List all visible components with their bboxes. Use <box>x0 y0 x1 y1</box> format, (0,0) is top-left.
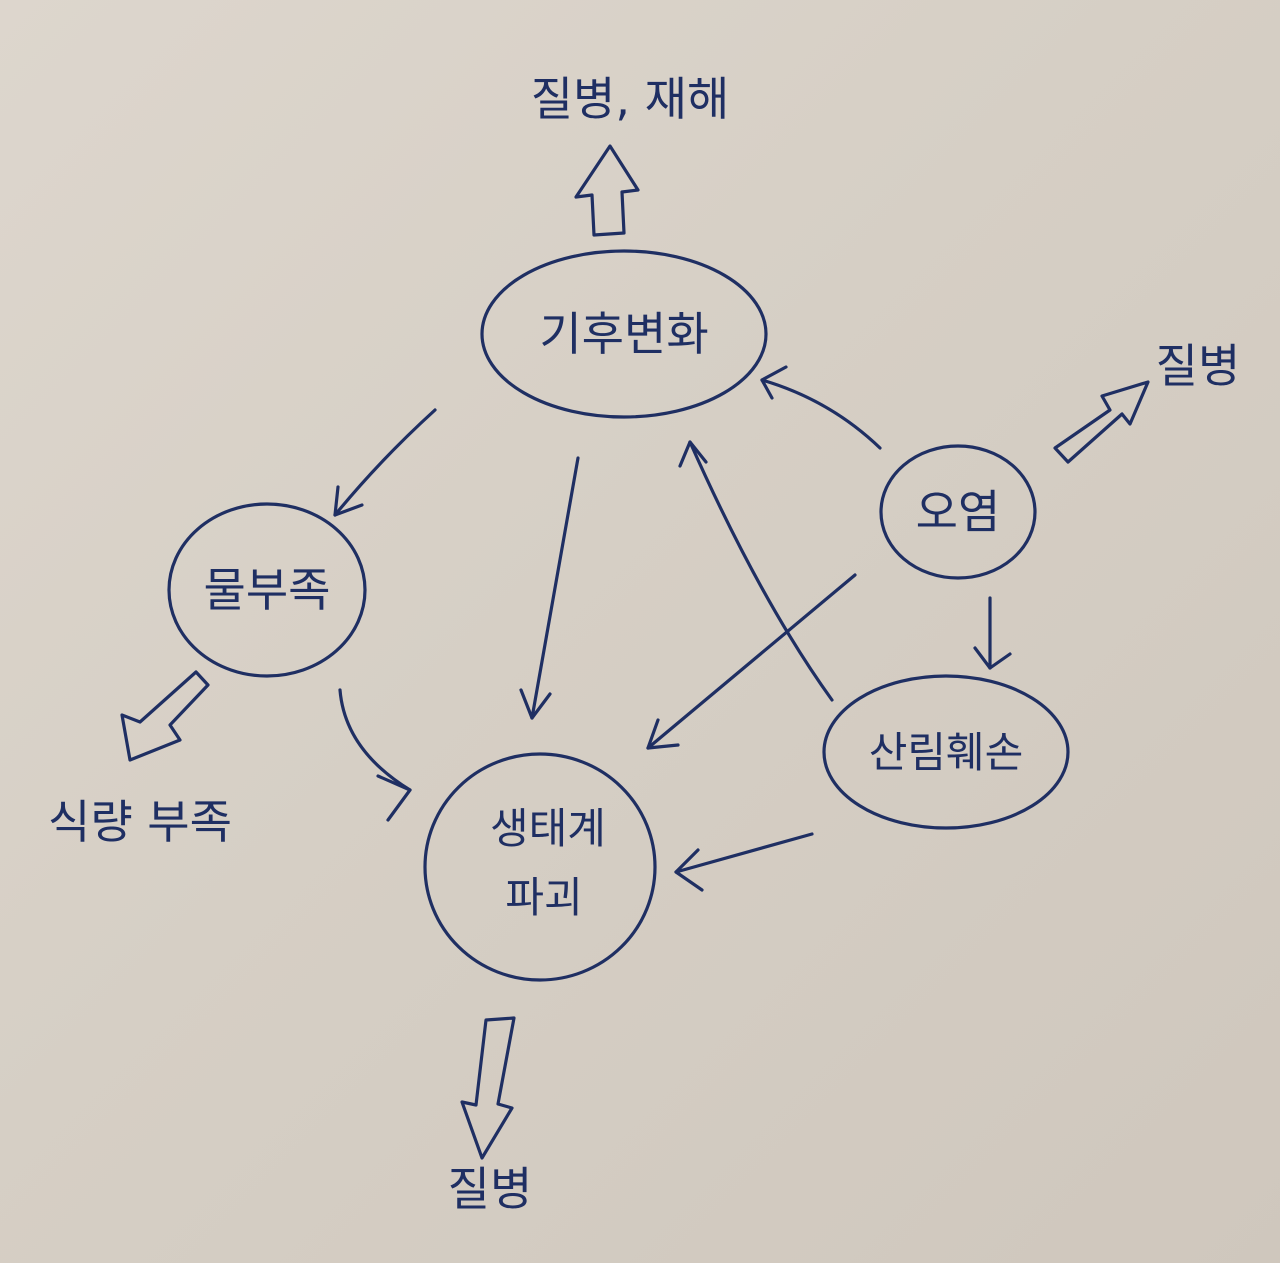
label-ecosystem-line2: 파괴 <box>505 873 582 922</box>
block-arrow-down-left <box>120 670 210 762</box>
node-ecosystem-damage <box>423 752 657 982</box>
arrowhead-climate-to-ecosystem <box>519 688 552 720</box>
outcome-arrows <box>120 144 1150 1160</box>
outcome-left-label: 식량 부족 <box>48 795 232 849</box>
arrowhead-water-to-ecosystem <box>376 774 412 822</box>
block-arrow-right <box>1053 380 1150 464</box>
node-pollution <box>879 444 1037 580</box>
arrowhead-pollution-to-ecosystem <box>646 718 680 750</box>
arrowhead-climate-to-water <box>333 485 364 517</box>
label-ecosystem-line1: 생태계 <box>490 804 606 853</box>
node-water-shortage <box>167 502 367 678</box>
arrowhead-deforestation-to-climate <box>678 440 708 468</box>
arrowhead-pollution-to-climate <box>760 365 788 400</box>
label-pollution: 오염 <box>916 485 1001 539</box>
outcome-bottom-label: 질병 <box>448 1162 533 1216</box>
arrowhead-pollution-to-deforestation <box>973 646 1012 670</box>
arrow-deforestation-to-climate <box>688 440 834 702</box>
label-climate-change: 기후변화 <box>539 307 708 361</box>
node-deforestation <box>822 674 1070 830</box>
arrow-pollution-to-ecosystem <box>646 573 857 750</box>
arrowhead-deforestation-to-ecosystem <box>674 848 704 892</box>
arrow-pollution-to-climate <box>760 378 882 450</box>
arrow-climate-to-water <box>333 408 437 517</box>
connector-arrows <box>333 365 1012 892</box>
label-water-shortage: 물부족 <box>204 563 331 617</box>
arrow-climate-to-ecosystem <box>530 456 580 720</box>
node-climate-change <box>480 249 768 419</box>
outcome-right-label: 질병 <box>1156 339 1241 393</box>
arrow-water-to-ecosystem <box>338 688 412 792</box>
label-deforestation: 산림훼손 <box>869 728 1024 777</box>
block-arrow-up <box>574 144 640 237</box>
outcome-top-label: 질병, 재해 <box>531 72 730 126</box>
arrow-deforestation-to-ecosystem <box>674 832 814 874</box>
block-arrow-down <box>460 1016 516 1160</box>
